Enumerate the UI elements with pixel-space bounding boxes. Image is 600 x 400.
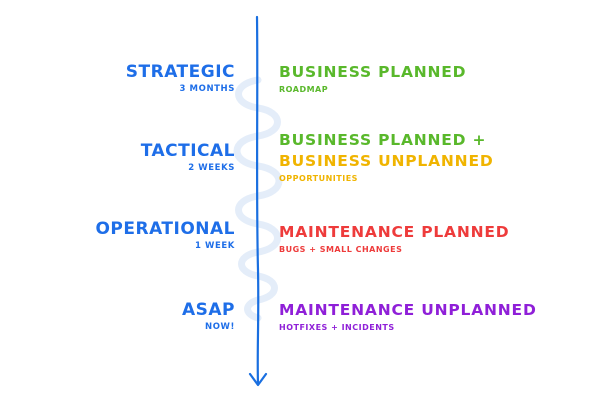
timeframe-duration: 1 week xyxy=(194,241,235,251)
work-type-note: Hotfixes + incidents xyxy=(279,323,395,332)
work-type-line: Business Unplanned xyxy=(279,152,494,170)
timeframe-label: Tactical xyxy=(140,141,235,161)
timeframe-duration: 3 months xyxy=(179,84,235,94)
work-type-line: Maintenance Unplanned xyxy=(279,301,537,319)
work-type-line: Maintenance Planned xyxy=(279,223,510,241)
timeframe-asap: ASAP Now! xyxy=(182,300,235,334)
work-type-asap: Maintenance Unplanned Hotfixes + inciden… xyxy=(279,300,537,334)
work-type-strategic: Business Planned Roadmap xyxy=(279,62,466,96)
timeframe-duration: 2 weeks xyxy=(188,163,235,173)
time-axis-arrowhead xyxy=(248,372,268,387)
work-type-line: Business Planned xyxy=(279,63,467,81)
work-type-note: Bugs + small changes xyxy=(279,245,403,254)
timeframe-strategic: Strategic 3 months xyxy=(126,62,235,96)
work-type-note: Opportunities xyxy=(279,174,358,183)
work-type-note: Roadmap xyxy=(279,85,329,94)
timeframe-tactical: Tactical 2 weeks xyxy=(141,141,235,175)
work-type-tactical: Business Planned + Business Unplanned Op… xyxy=(279,130,494,185)
timeframe-label: Operational xyxy=(95,219,235,239)
timeframe-duration: Now! xyxy=(205,322,235,332)
timeframe-label: ASAP xyxy=(181,300,235,320)
timeframe-label: Strategic xyxy=(125,62,235,82)
work-type-operational: Maintenance Planned Bugs + small changes xyxy=(279,222,509,256)
time-axis-line xyxy=(255,15,260,386)
work-type-line: Business Planned + xyxy=(279,131,487,149)
timeframe-operational: Operational 1 week xyxy=(95,219,235,253)
